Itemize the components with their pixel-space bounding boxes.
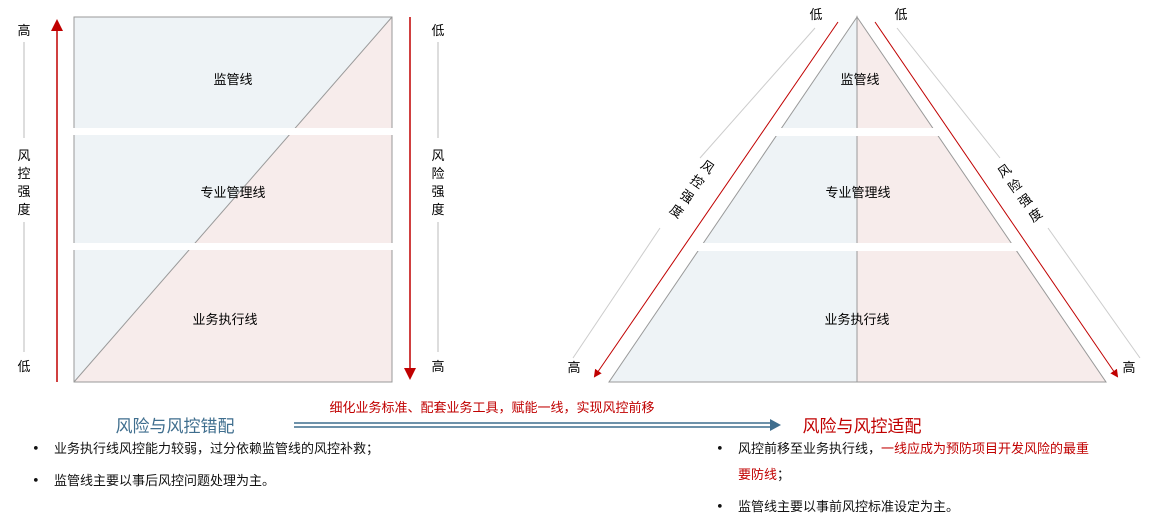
svg-text:风: 风 [431,149,444,164]
svg-text:控: 控 [17,167,30,182]
svg-text:低: 低 [431,24,444,39]
layer-supervision: 监管线 [213,73,252,88]
layer-execution: 业务执行线 [192,312,257,328]
svg-text:高: 高 [431,359,444,375]
bullet: 业务执行线风控能力较弱，过分依赖监管线的风控补救； [32,437,412,463]
svg-text:强: 强 [17,185,30,200]
transition-arrow [770,419,781,431]
svg-text:高: 高 [1122,360,1135,376]
match-title: 风险与风控适配 [803,417,922,437]
pyramid-layer-professional: 专业管理线 [825,186,890,201]
svg-text:度: 度 [1026,205,1046,226]
svg-text:度: 度 [431,202,444,218]
right-axis-risk: 低 风 险 强 度 高 [404,17,445,380]
match-pyramid: 监管线 专业管理线 业务执行线 [608,15,1107,383]
svg-text:低: 低 [809,8,822,23]
pyramid-layer-execution: 业务执行线 [824,312,889,328]
bullet: 监管线主要以事后风控问题处理为主。 [32,469,412,495]
mismatch-square: 监管线 专业管理线 业务执行线 [72,16,394,383]
svg-text:高: 高 [17,23,30,39]
mismatch-title: 风险与风控错配 [116,417,235,437]
left-axis-control: 高 风 控 强 度 低 [17,19,63,382]
svg-text:低: 低 [17,360,30,375]
svg-text:度: 度 [17,202,30,218]
match-bullets: 风控前移至业务执行线，一线应成为预防项目开发风险的最重要防线； 监管线主要以事前… [716,437,1096,521]
svg-text:高: 高 [567,360,580,376]
layer-professional: 专业管理线 [200,186,265,201]
bullet: 风控前移至业务执行线，一线应成为预防项目开发风险的最重要防线； [716,437,1096,489]
pyramid-layer-supervision: 监管线 [840,73,879,88]
svg-text:低: 低 [894,8,907,23]
bullet: 监管线主要以事前风控标准设定为主。 [716,495,1096,521]
svg-text:度: 度 [666,201,686,222]
svg-text:风: 风 [17,149,30,164]
svg-text:强: 强 [431,185,444,200]
svg-text:险: 险 [431,167,444,182]
transition-label: 细化业务标准、配套业务工具，赋能一线，实现风控前移 [329,400,654,416]
mismatch-bullets: 业务执行线风控能力较弱，过分依赖监管线的风控补救； 监管线主要以事后风控问题处理… [32,437,412,495]
